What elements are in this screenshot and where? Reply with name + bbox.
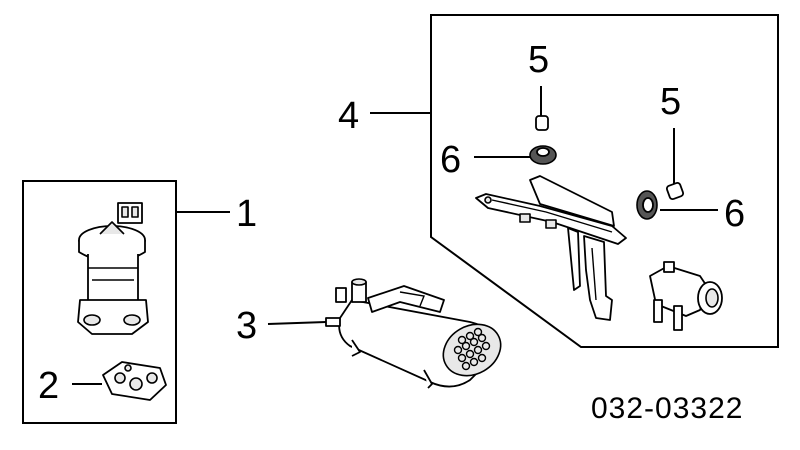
egr-group-box	[22, 180, 177, 424]
callout-4: 4	[338, 95, 359, 137]
bracket-group-outline	[430, 14, 779, 348]
collar-right-drawing	[665, 128, 685, 201]
bracket-drawing	[475, 175, 627, 321]
solenoid-drawing	[649, 261, 723, 331]
gasket-drawing	[102, 361, 167, 401]
leader-line-3	[267, 321, 327, 325]
diagram-code: 032-03322	[591, 392, 743, 425]
grommet-right-drawing	[636, 190, 658, 220]
callout-5-right: 5	[660, 81, 681, 123]
callout-3: 3	[236, 305, 257, 347]
callout-6-right: 6	[724, 193, 745, 235]
callout-5-top: 5	[528, 39, 549, 81]
callout-6-left: 6	[440, 139, 461, 181]
egr-valve-drawing	[77, 202, 149, 335]
callout-1: 1	[236, 193, 257, 235]
collar-top-drawing	[535, 86, 549, 131]
grommet-left-drawing	[529, 145, 557, 165]
callout-2: 2	[38, 365, 59, 407]
canister-drawing	[325, 278, 502, 389]
